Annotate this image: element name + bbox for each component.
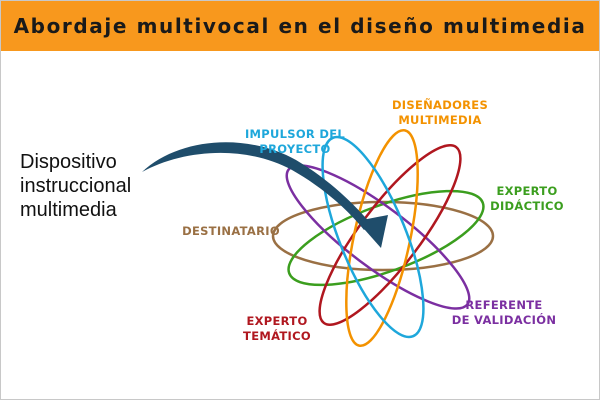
label-recipient: DESTINATARIO [182,224,280,238]
ellipse-validation [285,164,471,310]
ellipse-designers [345,128,419,348]
ellipse-promoter [321,135,425,339]
label-designers: DISEÑADORES MULTIMEDIA [391,98,489,127]
arrow-head-icon [357,215,388,248]
page-title: Abordaje multivocal en el diseño multime… [13,14,587,38]
label-didactic: EXPERTO DIDÁCTICO [490,184,564,213]
device-label: Dispositivo instruccional multimedia [20,150,131,222]
device-label-line: Dispositivo [20,151,117,173]
device-label-line: instruccional [20,175,132,197]
title-banner: Abordaje multivocal en el diseño multime… [1,1,599,51]
label-promoter: IMPULSOR DEL PROYECTO [244,127,346,156]
device-label-line: multimedia [20,199,117,221]
arrow-curve [142,142,371,230]
label-validation: REFERENTE DE VALIDACIÓN [451,298,557,327]
label-thematic: EXPERTO TEMÁTICO [243,314,311,343]
ellipse-recipient [271,200,495,272]
